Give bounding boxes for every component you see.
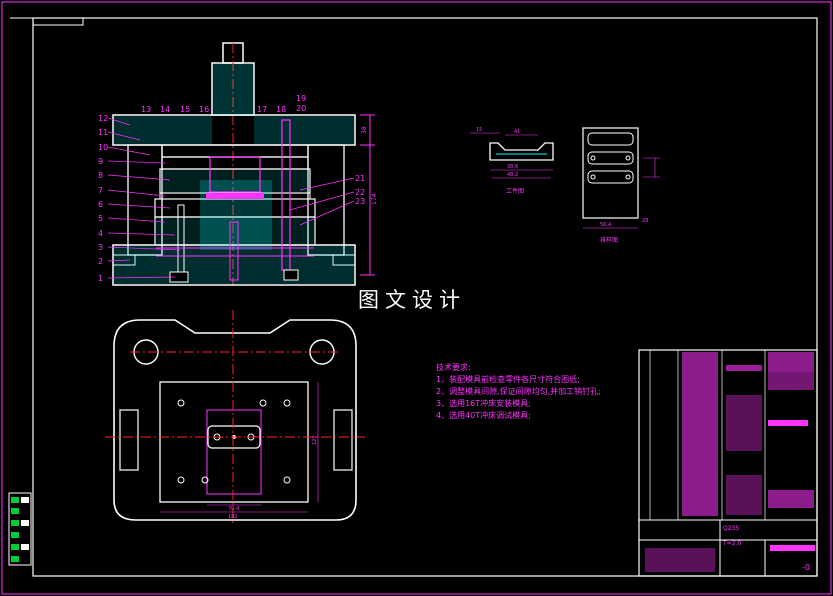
balloon-17: 17 [257,105,267,114]
balloons-right: 21 22 23 [355,174,365,206]
part-dim-3: 41 [514,129,520,135]
technical-note-3: 3、选用16T冲床安装模具; [436,399,531,408]
technical-note-4: 4、选用40T冲床调试模具; [436,411,531,420]
bom-table: Q235 T=2.0 -0 [638,349,818,577]
section-dim-2: 174 [371,193,378,205]
balloon-14: 14 [160,105,170,114]
balloon-20: 20 [296,104,306,113]
balloon-3: 3 [98,243,103,252]
section-dim-1: 38 [361,126,368,134]
workpiece-view: 38.6 48.2 41 15 工件图 [470,127,554,195]
balloon-18: 18 [276,105,286,114]
balloon-leaders-right [289,177,355,226]
technical-note-1: 1、装配模具前检查零件各尺寸符合图纸; [436,375,580,384]
title-material: Q235 [723,525,739,532]
balloon-leaders-left [107,117,181,279]
section-view: 38 174 [112,42,378,286]
part-dim-2: 38.6 [507,164,518,170]
technical-notes: 技术要求: 1、装配模具前检查零件各尺寸符合图纸; 2、调整模具间隙,保证间隙均… [436,362,601,422]
balloons-left: 12 11 10 9 8 7 6 5 4 3 2 1 [98,114,108,283]
part-dim-1: 48.2 [507,172,518,178]
technical-notes-heading: 技术要求: [436,363,471,372]
part-dim-4: 15 [476,127,482,133]
balloon-13: 13 [141,105,151,114]
balloon-9: 9 [98,157,103,166]
plan-dim-1: 120 [312,435,318,445]
balloon-2: 2 [98,257,103,266]
balloon-22: 22 [355,188,365,197]
plan-dim-2: 182 [228,514,238,520]
binding-strip [8,492,32,566]
layout-label: 排样图 [600,236,618,244]
layout-dim-2: 56.4 [600,222,611,228]
balloon-12: 12 [98,114,108,123]
balloon-15: 15 [180,105,190,114]
balloon-23: 23 [355,197,365,206]
layout-dim-1: 28 [642,218,648,224]
balloon-8: 8 [98,171,103,180]
balloon-11: 11 [98,128,108,137]
balloon-7: 7 [98,186,103,195]
strip-layout-view: 28 56.4 排样图 [582,127,660,244]
balloon-4: 4 [98,229,103,238]
balloon-6: 6 [98,200,103,209]
balloon-1: 1 [98,274,103,283]
watermark-title: 图文设计 [358,288,466,312]
title-sheet-code: -0 [802,563,810,572]
plan-view: 120 182 70.4 [105,310,365,525]
plan-dim-3: 70.4 [228,506,239,512]
balloon-21: 21 [355,174,365,183]
workpiece-label: 工件图 [506,187,524,195]
title-thickness: T=2.0 [722,540,741,547]
balloon-16: 16 [199,105,209,114]
technical-note-2: 2、调整模具间隙,保证间隙均匀,并加工销钉孔; [436,387,601,396]
balloons-top: 13 14 15 16 17 18 19 20 [141,94,306,114]
balloon-19: 19 [296,94,306,103]
balloon-10: 10 [98,143,108,152]
balloon-5: 5 [98,214,103,223]
